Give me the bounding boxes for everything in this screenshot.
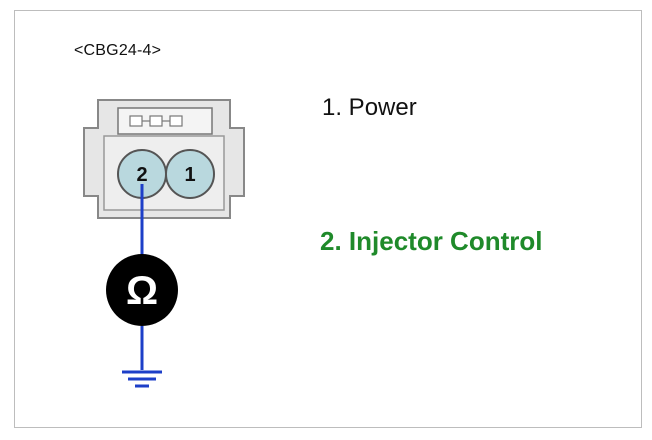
pin-1: 1 <box>165 149 215 199</box>
ground-icon <box>122 370 162 388</box>
pin-2-description: 2. Injector Control <box>320 226 543 256</box>
ohm-symbol: Ω <box>126 269 158 313</box>
connector-id-label: <CBG24-4> <box>74 42 162 59</box>
pin-1-description: 1. Power <box>322 94 417 121</box>
ohmmeter-icon: Ω <box>106 254 178 326</box>
pin-2-label: 2 <box>136 164 147 186</box>
connector-housing <box>83 99 245 219</box>
pin-1-label: 1 <box>184 164 195 186</box>
